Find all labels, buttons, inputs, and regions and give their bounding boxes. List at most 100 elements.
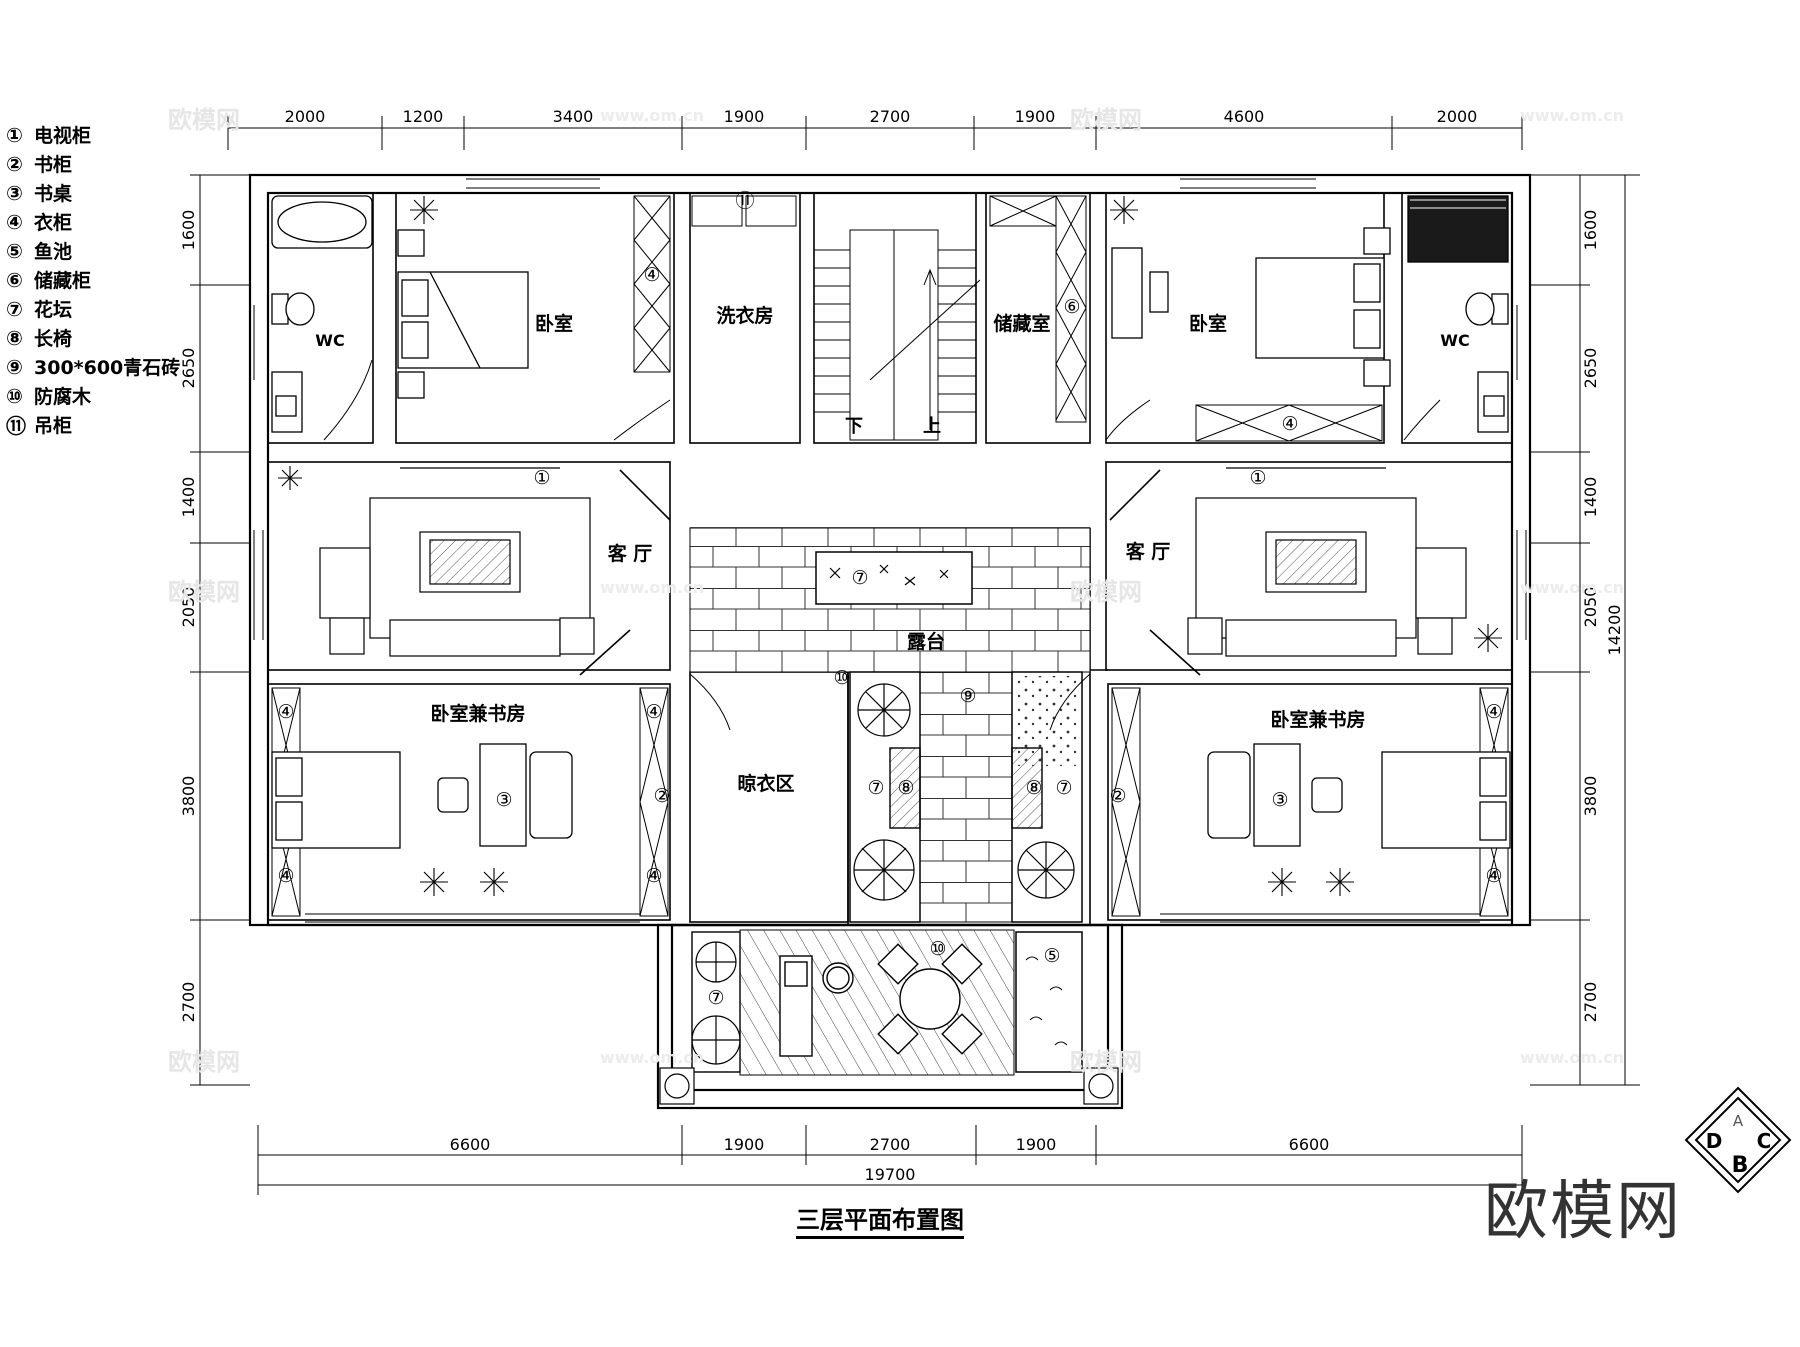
compass-a: A <box>1733 1112 1744 1130</box>
watermark-url: www.om.cn <box>1520 578 1625 597</box>
drawing-title: 三层平面布置图 <box>796 1200 964 1239</box>
dim-top-8: 2000 <box>1437 107 1478 126</box>
deck-plants <box>691 941 741 1065</box>
legend-label: 书桌 <box>34 183 73 205</box>
dining-set <box>877 943 983 1055</box>
compass-d: D <box>1706 1129 1723 1153</box>
tag-wardrobe-study-left-3: ④ <box>645 701 662 723</box>
tag-bookcase-left: ② <box>653 785 670 807</box>
dim-left-2: 2650 <box>179 348 198 389</box>
legend-label: 鱼池 <box>34 241 73 263</box>
dim-top-7: 4600 <box>1224 107 1265 126</box>
dim-top-3: 3400 <box>553 107 594 126</box>
tag-pond: ⑤ <box>1043 945 1060 967</box>
legend-item: ⑦ 花坛 <box>6 294 180 323</box>
legend-item: ⑤ 鱼池 <box>6 236 180 265</box>
dim-top-6: 1900 <box>1015 107 1056 126</box>
compass-icon <box>1684 1086 1792 1194</box>
dim-right-4: 2050 <box>1581 587 1600 628</box>
watermark-url: www.om.cn <box>600 1048 705 1067</box>
tag-planter-deck: ⑦ <box>707 987 724 1009</box>
dim-bottom-4: 1900 <box>1016 1135 1057 1154</box>
watermark-logo: 欧模网 <box>1070 578 1142 606</box>
tag-wardrobe-study-right-1: ④ <box>1485 701 1502 723</box>
living-furniture <box>319 467 1467 657</box>
watermark-url: www.om.cn <box>1520 106 1625 125</box>
room-study-left: 卧室兼书房 <box>430 702 525 725</box>
tag-wardrobe-study-right-2: ④ <box>1485 865 1502 887</box>
dim-top-4: 1900 <box>724 107 765 126</box>
legend-item: ① 电视柜 <box>6 120 180 149</box>
tag-wood-deck: ⑩ <box>929 938 946 960</box>
legend-num: ⑤ <box>6 238 23 263</box>
legend-num: ④ <box>6 209 23 234</box>
watermark-logo: 欧模网 <box>1070 106 1142 134</box>
desks <box>437 247 1343 847</box>
legend-num: ⑧ <box>6 325 23 350</box>
dimension-top <box>227 116 1523 150</box>
watermark-url: www.om.cn <box>600 578 705 597</box>
tag-wardrobe-study-left-2: ④ <box>277 865 294 887</box>
dim-bottom-1: 6600 <box>450 1135 491 1154</box>
bench-right <box>1011 747 1043 829</box>
room-laundry: 洗衣房 <box>716 304 773 327</box>
dim-bottom-3: 2700 <box>870 1135 911 1154</box>
legend-label: 衣柜 <box>34 212 73 234</box>
stair-down: 下 <box>845 416 863 437</box>
room-living-right: 客 厅 <box>1126 540 1171 563</box>
tag-planter-right: ⑦ <box>1055 777 1072 799</box>
room-wc-left: WC <box>315 331 344 350</box>
legend-num: ② <box>6 151 23 176</box>
dim-bottom-2: 1900 <box>724 1135 765 1154</box>
room-storage: 储藏室 <box>993 312 1050 335</box>
tag-hanging-laundry: ⑪ <box>735 190 754 212</box>
dim-right-5: 3800 <box>1581 776 1600 817</box>
dim-right-3: 1400 <box>1581 477 1600 518</box>
legend-num: ⑩ <box>6 383 23 408</box>
dim-right-1: 1600 <box>1581 210 1600 251</box>
tag-planter-left: ⑦ <box>867 777 884 799</box>
pond-ripples <box>1025 956 1068 1046</box>
tag-bench-right: ⑧ <box>1025 777 1042 799</box>
legend-label: 花坛 <box>34 299 73 321</box>
beds <box>271 227 1511 849</box>
legend-num: ③ <box>6 180 23 205</box>
legend-num: ⑪ <box>6 414 26 438</box>
legend-num: ⑦ <box>6 296 23 321</box>
bath-fixtures <box>271 195 1509 433</box>
central-path <box>919 671 1013 923</box>
tag-wardrobe-study-left-1: ④ <box>277 701 294 723</box>
dim-top-1: 2000 <box>285 107 326 126</box>
dimension-bottom <box>257 1125 1523 1195</box>
dimension-left <box>190 174 250 1086</box>
stair <box>814 229 981 441</box>
tag-wardrobe-bedroom-right: ④ <box>1281 413 1298 435</box>
stair-up: 上 <box>923 416 941 437</box>
tag-wardrobe-study-left-4: ④ <box>645 865 662 887</box>
planter-top <box>815 551 973 605</box>
watermark-logo: 欧模网 <box>168 578 240 606</box>
tag-bookcase-right: ② <box>1109 785 1126 807</box>
pond <box>1015 931 1083 1073</box>
legend-num: ⑨ <box>6 354 23 379</box>
legend-label: 储藏柜 <box>34 270 92 292</box>
dim-left-4: 2050 <box>179 587 198 628</box>
legend-num: ⑥ <box>6 267 23 292</box>
tag-wood-terrace: ⑩ <box>833 667 850 689</box>
compass-b: B <box>1732 1153 1749 1178</box>
legend-num: ① <box>6 122 23 147</box>
planter-top-plants <box>829 564 949 586</box>
legend-item: ④ 衣柜 <box>6 207 180 236</box>
tag-stone: ⑨ <box>959 685 976 707</box>
room-drying: 晾衣区 <box>737 772 794 795</box>
windows <box>253 178 1527 923</box>
room-bedroom-left: 卧室 <box>535 312 573 335</box>
watermark-logo: 欧模网 <box>168 1048 240 1076</box>
watermark-url: www.om.cn <box>1520 1048 1625 1067</box>
doors <box>323 359 1441 731</box>
dim-bottom-total: 19700 <box>865 1165 916 1184</box>
legend-label: 电视柜 <box>34 125 92 147</box>
